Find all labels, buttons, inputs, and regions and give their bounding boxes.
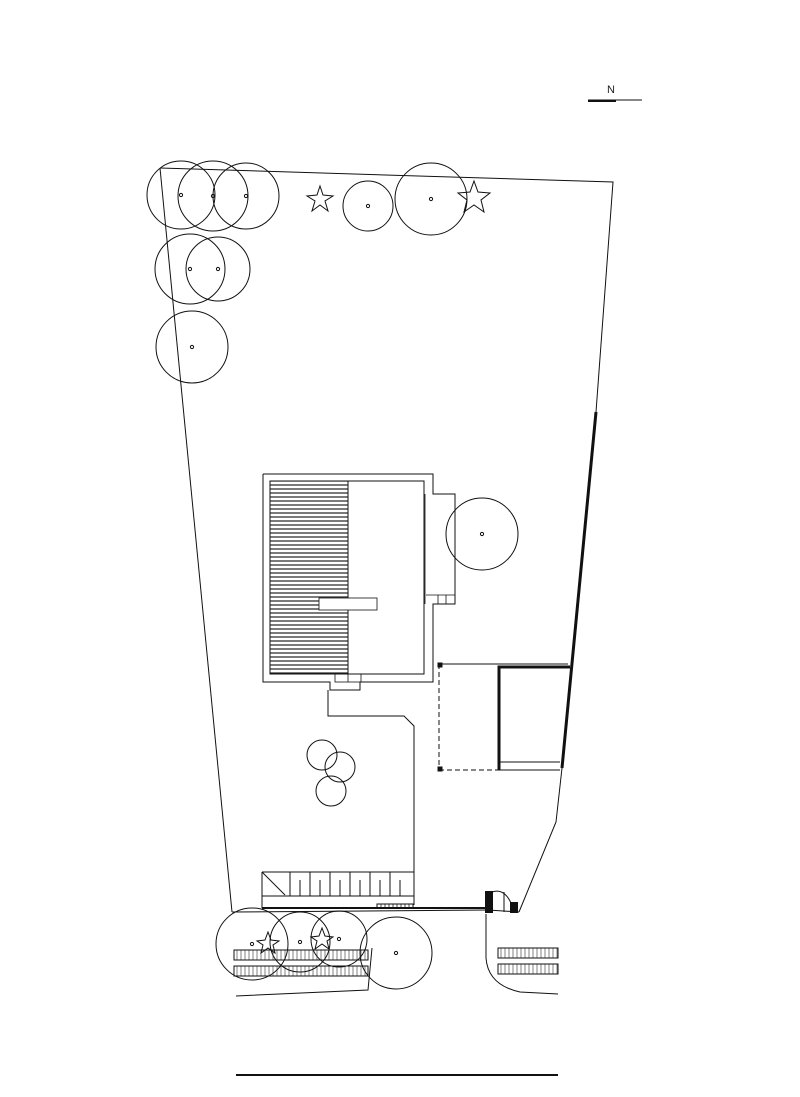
house-footprint [262,473,456,691]
north-arrow [588,99,642,102]
site-boundary [159,167,614,913]
tree-canopies-top [146,160,468,384]
entry-gate [485,890,518,913]
garden-path [327,690,415,905]
entry-stairs [261,871,488,909]
garage-structure [437,662,570,772]
shrub-star-icons [255,179,492,955]
tree-canopy-east [445,497,519,571]
garden-shrubs [306,739,356,807]
north-arrow-label: N [607,84,615,96]
street-planters [233,914,559,997]
street-trees [215,907,433,990]
